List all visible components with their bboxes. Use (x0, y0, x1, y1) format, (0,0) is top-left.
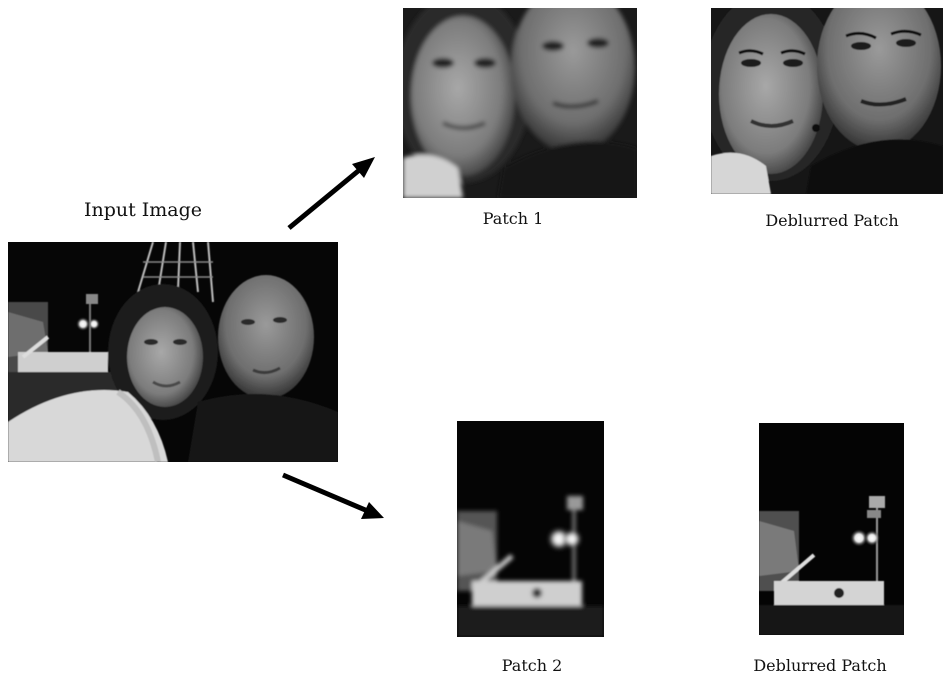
patch-2-image (457, 421, 604, 637)
patch-2-label: Patch 2 (501, 656, 563, 675)
patch-1-image (403, 8, 637, 198)
input-image-label: Input Image (83, 199, 203, 221)
deblurred-patch-1-label: Deblurred Patch (765, 211, 899, 230)
deblurred-patch-2-image (759, 423, 904, 635)
deblurred-patch-1-image (711, 8, 943, 194)
deblurred-patch-2-label: Deblurred Patch (753, 656, 887, 675)
arrow-to-patch-2 (282, 472, 384, 519)
input-image (8, 242, 338, 462)
arrow-to-patch-1 (287, 157, 375, 230)
patch-1-label: Patch 1 (482, 209, 544, 228)
